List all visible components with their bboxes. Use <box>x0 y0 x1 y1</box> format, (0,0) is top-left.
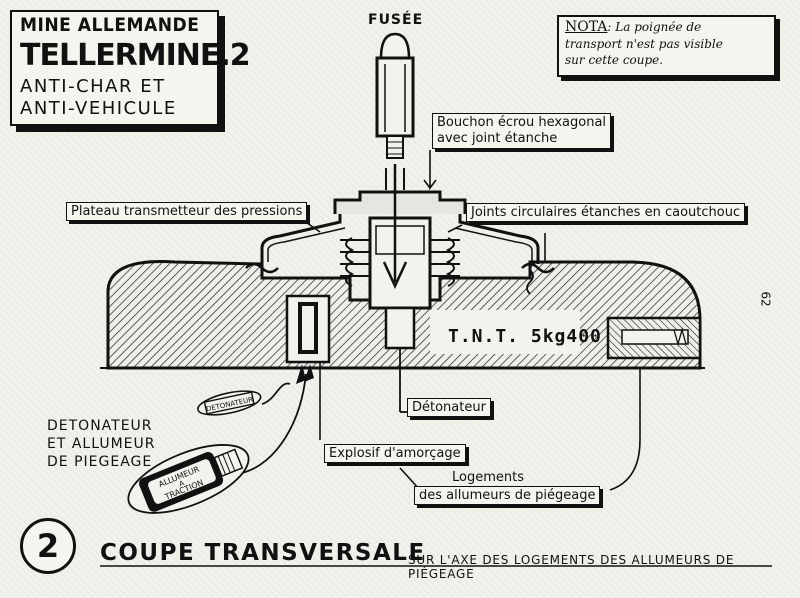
fuse-well <box>368 216 432 310</box>
label-hex-cap-2: avec joint étanche <box>437 131 558 146</box>
title-box <box>10 10 219 126</box>
note-text-1: : La poignée de <box>607 20 702 34</box>
figure-number: 2 <box>20 518 76 574</box>
label-det-igniter-3: DE PIEGEAGE <box>47 454 153 470</box>
note-box <box>557 15 776 77</box>
hexagonal-cap <box>333 190 467 214</box>
note-line-3: sur cette coupe. <box>565 53 664 67</box>
note-line-1: NOTA: La poignée de <box>565 19 701 35</box>
traction-igniter: ALLUMEUR A TRACTION <box>127 444 250 514</box>
label-hex-cap: Bouchon écrou hexagonal avec joint étanc… <box>432 113 612 149</box>
title-line-4: ANTI-VEHICULE <box>20 98 177 119</box>
footer-subtitle: SUR L'AXE DES LOGEMENTS DES ALLUMEURS DE… <box>408 553 735 581</box>
label-hex-cap-1: Bouchon écrou hexagonal <box>437 115 607 130</box>
label-detonator: Détonateur <box>407 398 491 417</box>
label-fuse: FUSÉE <box>368 12 424 28</box>
footer-title: COUPE TRANSVERSALE <box>100 540 426 566</box>
label-trap-housings-1: Logements <box>452 470 524 485</box>
igniter-text-2: A <box>178 479 186 488</box>
label-pressure-plate: Plateau transmetteur des pressions <box>66 202 308 221</box>
label-priming-explosive: Explosif d'amorçage <box>324 444 466 463</box>
detonator <box>384 306 416 350</box>
side-page-number: 62 <box>758 291 773 307</box>
label-tnt: T.N.T. 5kg400 <box>448 326 602 347</box>
note-heading: NOTA <box>565 19 608 35</box>
note-line-2: transport n'est pas visible <box>565 37 723 51</box>
small-detonator: DETONATEUR <box>197 390 262 416</box>
gasket-right <box>521 262 555 274</box>
label-gaskets: Joints circulaires étanches en caoutchou… <box>466 203 746 222</box>
fuse <box>375 32 415 159</box>
label-det-igniter-2: ET ALLUMEUR <box>47 436 156 452</box>
tnt-field <box>430 310 580 354</box>
gasket-left <box>245 262 279 274</box>
label-trap-housings-2: des allumeurs de piégeage <box>414 486 601 505</box>
title-line-2: TELLERMINE.2 <box>20 38 251 73</box>
spring-bellows <box>340 237 460 287</box>
title-line-1: MINE ALLEMANDE <box>20 14 200 36</box>
title-line-3: ANTI-CHAR ET <box>20 76 166 97</box>
label-det-igniter-1: DETONATEUR <box>47 418 153 434</box>
